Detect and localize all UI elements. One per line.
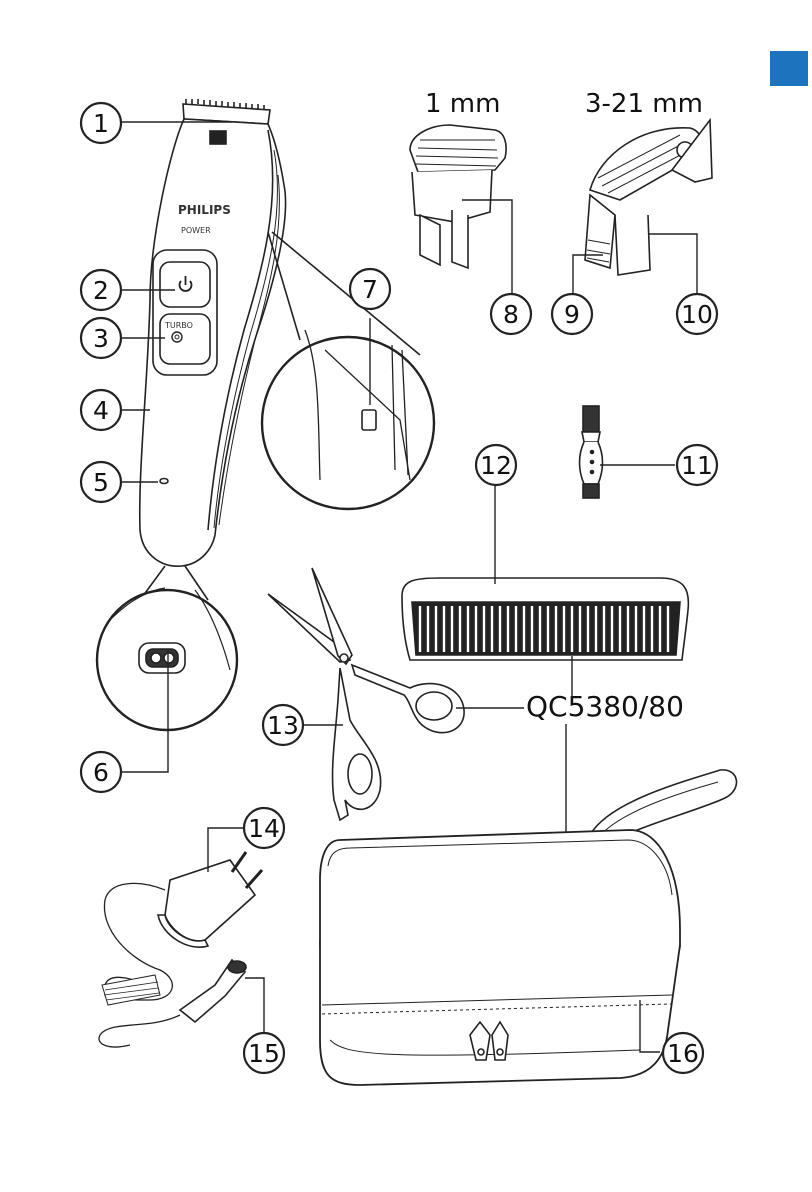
callout-3: 3 [93,324,109,353]
blade-detail [262,232,434,509]
callout-10: 10 [681,300,713,329]
callout-12: 12 [480,451,512,480]
cleaning-brush [580,406,603,498]
callout-16: 16 [667,1039,699,1068]
callout-6: 6 [93,758,109,787]
turbo-label: TURBO [164,321,193,330]
callout-2: 2 [93,276,109,305]
callout-11: 11 [681,451,713,480]
appliance-plug [99,960,246,1047]
callout-5: 5 [93,468,109,497]
callout-1: 1 [93,109,109,138]
brand-logo: PHILIPS [178,203,231,217]
series-label: POWER [181,226,211,235]
callout-15: 15 [248,1039,280,1068]
callout-14: 14 [248,814,280,843]
callout-13: 13 [267,711,299,740]
hair-clipper [140,99,286,566]
comb-1mm [410,125,506,268]
comb [402,578,688,660]
comb-adjustable [585,120,712,275]
socket-detail [97,566,237,730]
power-adapter [102,852,262,1005]
callout-4: 4 [93,396,109,425]
callout-9: 9 [564,300,580,329]
callout-7: 7 [362,275,378,304]
callout-8: 8 [503,300,519,329]
